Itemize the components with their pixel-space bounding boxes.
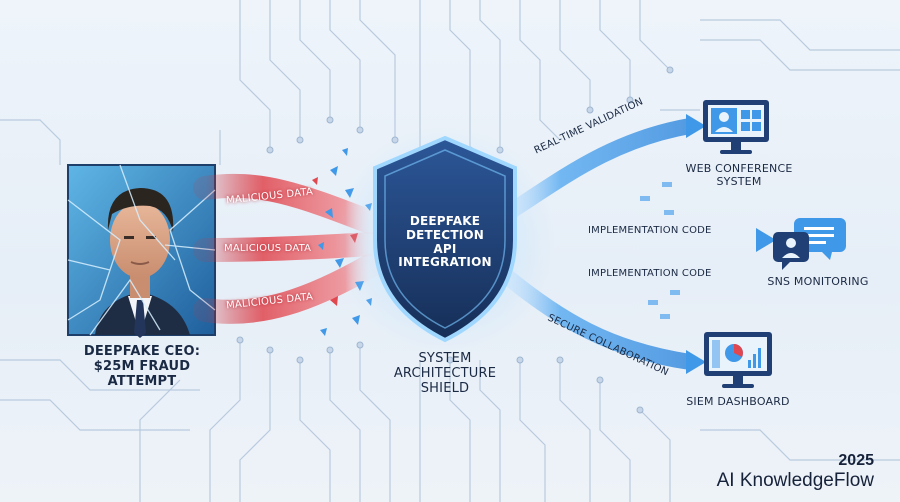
credit-year: 2025 <box>838 452 874 469</box>
shield-icon <box>335 125 555 355</box>
ceo-portrait-icon <box>67 164 216 338</box>
target-label-web-conference: WEB CONFERENCE SYSTEM <box>685 162 793 188</box>
source-label: DEEPFAKE CEO: $25M FRAUD ATTEMPT <box>83 344 201 389</box>
target-label-siem: SIEM DASHBOARD <box>686 395 790 408</box>
credit-brand: AI KnowledgeFlow <box>716 470 874 491</box>
flow-label-implementation: IMPLEMENTATION CODE <box>588 268 712 279</box>
dashboard-icon <box>704 332 772 388</box>
shield-title: DEEPFAKE DETECTION API INTEGRATION <box>398 214 492 270</box>
threat-label: MALICIOUS DATA <box>224 243 312 254</box>
chat-bubbles-icon <box>773 218 846 270</box>
target-label-sns: SNS MONITORING <box>767 275 869 288</box>
flow-label-implementation: IMPLEMENTATION CODE <box>588 225 712 236</box>
shield-caption: SYSTEM ARCHITECTURE SHIELD <box>393 351 497 396</box>
web-conference-icon <box>703 100 769 154</box>
